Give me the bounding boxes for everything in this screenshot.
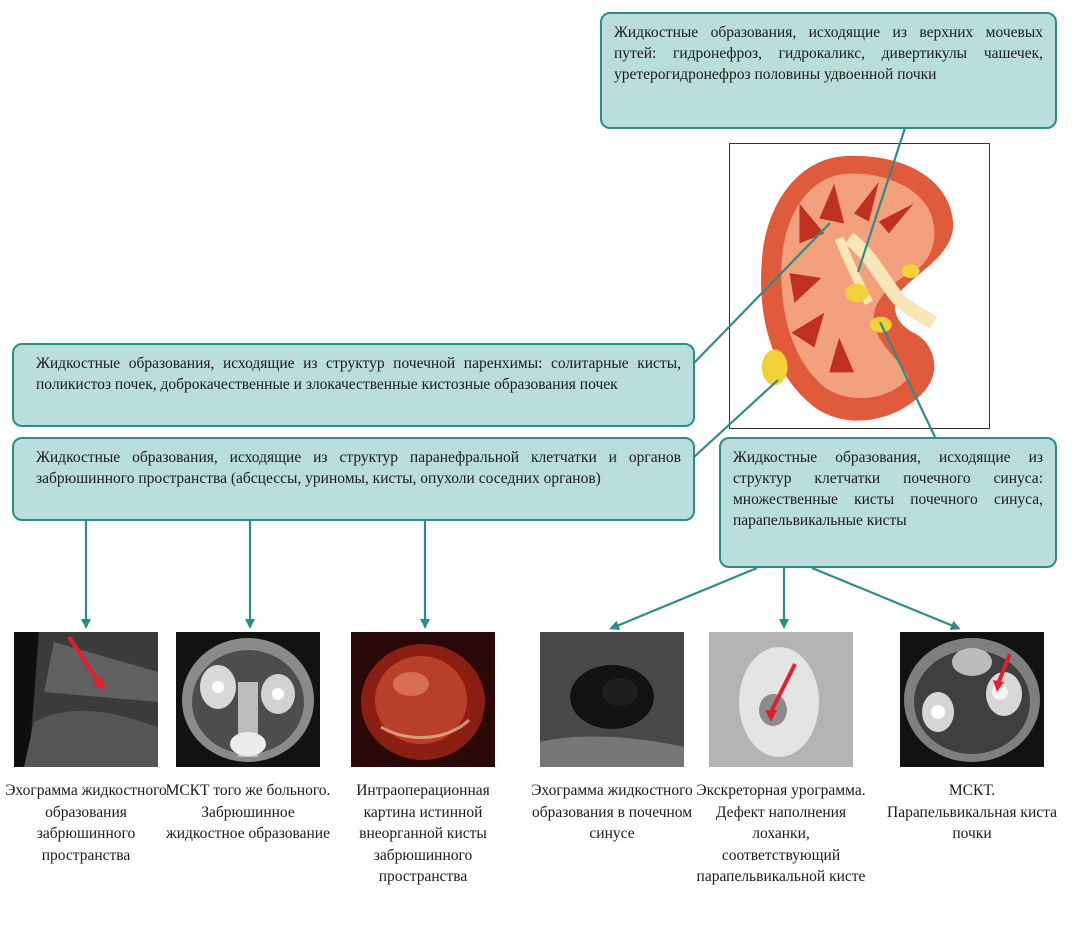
- image-caption: Эхограмма жидкостного образования забрюш…: [1, 780, 171, 866]
- surgical-photo: [351, 632, 495, 767]
- image-caption: МСКТ. Парапельвикальная киста почки: [887, 780, 1057, 845]
- urography-image: [709, 632, 853, 767]
- image-caption: Интраоперационная картина истинной внеор…: [338, 780, 508, 888]
- arrow-to-image-6: [812, 568, 958, 628]
- callout-upper-urinary-tract: Жидкостные образования, исходящие из вер…: [600, 12, 1057, 129]
- image-caption: Экскреторная урограмма. Дефект наполнени…: [696, 780, 866, 888]
- ct-scan-image: [176, 632, 320, 767]
- ultrasound-image: [540, 632, 684, 767]
- kidney-illustration: [729, 143, 990, 429]
- image-caption: Эхограмма жидкостного образования в поче…: [527, 780, 697, 845]
- ct-scan-image: [900, 632, 1044, 767]
- callout-renal-parenchyma: Жидкостные образования, исходящие из стр…: [12, 343, 695, 427]
- callout-paranephral-tissue: Жидкостные образования, исходящие из стр…: [12, 437, 695, 521]
- ultrasound-image: [14, 632, 158, 767]
- image-caption: МСКТ того же больного. Забрюшинное жидко…: [163, 780, 333, 845]
- arrow-to-image-4: [612, 568, 757, 628]
- callout-renal-sinus: Жидкостные образования, исходящие из стр…: [719, 437, 1057, 568]
